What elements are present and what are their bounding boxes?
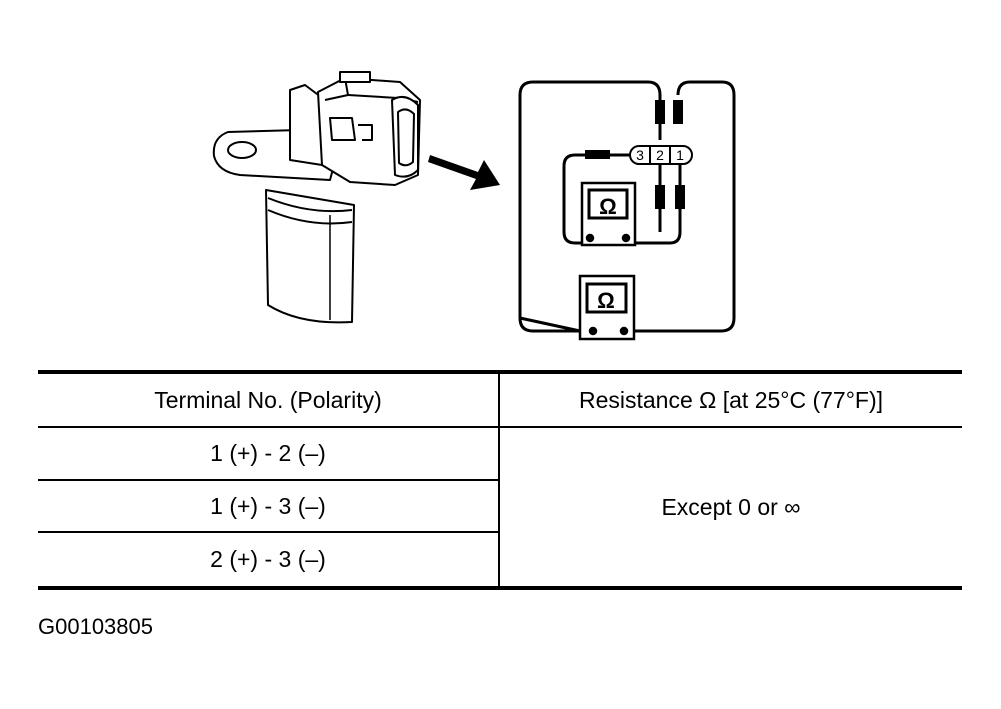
inner-circuit-wire — [562, 153, 682, 245]
connector-pins: 3 2 1 — [629, 145, 693, 165]
table-top-rule — [38, 370, 962, 374]
terminal-cell: 1 (+) - 3 (–) — [210, 492, 326, 519]
column-divider — [498, 370, 500, 590]
table-bottom-rule — [38, 586, 962, 590]
ohm-symbol-lower: Ω — [597, 288, 615, 313]
ohmmeter-upper — [580, 181, 637, 247]
outer-circuit-wire — [518, 80, 736, 333]
row-rule — [38, 531, 498, 533]
arrow-icon — [428, 155, 500, 190]
pin-label-1: 1 — [676, 147, 684, 163]
sensor-illustration: 3 2 1 Ω Ω — [212, 71, 736, 341]
terminal-cell: 1 (+) - 2 (–) — [210, 440, 326, 466]
resistance-value: Except 0 or ∞ — [661, 493, 801, 520]
sensor-band — [267, 197, 353, 213]
pin-label-2: 2 — [656, 147, 664, 163]
mounting-hole — [227, 141, 257, 159]
ohm-symbol-upper: Ω — [599, 194, 617, 219]
pin-label-3: 3 — [636, 147, 644, 163]
resistance-table: Terminal No. (Polarity) Resistance Ω [at… — [38, 370, 962, 590]
ohmmeter-lower — [578, 274, 636, 341]
header-resistance: Resistance Ω [at 25°C (77°F)] — [578, 386, 884, 413]
header-terminal: Terminal No. (Polarity) — [154, 386, 382, 413]
header-rule — [38, 426, 962, 428]
figure-code: G00103805 — [38, 614, 153, 639]
row-rule — [38, 479, 498, 481]
terminal-cell: 2 (+) - 3 (–) — [210, 546, 326, 572]
